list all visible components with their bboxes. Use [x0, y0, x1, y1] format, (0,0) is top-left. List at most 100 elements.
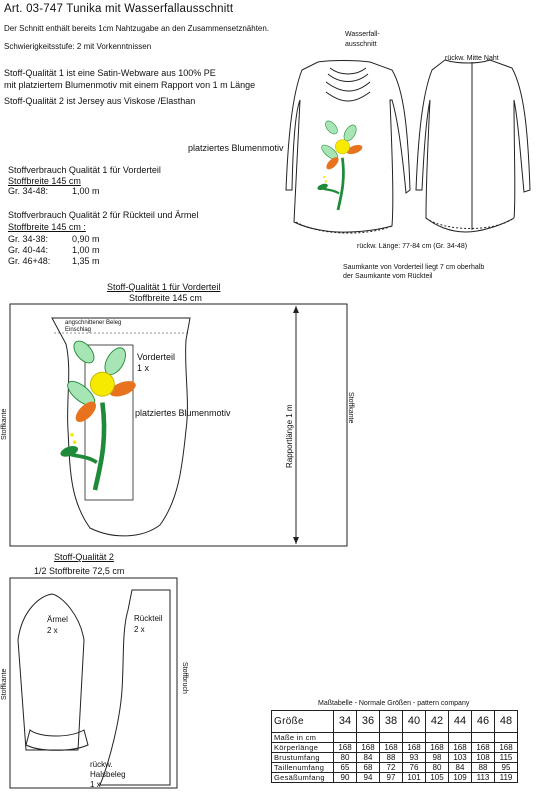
- table-row: Gesäßumfang 90 94 97 101 105 109 113 119: [271, 772, 518, 783]
- size-header-cell: 42: [425, 710, 449, 733]
- table-cell: 168: [471, 742, 495, 753]
- size-header-label: Größe: [271, 710, 334, 733]
- table-cell: 80: [425, 762, 449, 773]
- hem-note-line1: Saumkante von Vorderteil liegt 7 cm ober…: [343, 264, 485, 271]
- placed-flower-label: platziertes Blumenmotiv: [188, 143, 284, 153]
- consumption-2-size: Gr. 40-44:: [8, 245, 49, 255]
- facing-label-1: angschnittener Beleg: [65, 320, 122, 326]
- size-header-cell: 46: [471, 710, 495, 733]
- table-row: Brustumfang 80 84 88 93 98 103 108 115: [271, 752, 518, 763]
- motif-placement-box: [84, 344, 134, 501]
- table-cell: 168: [425, 742, 449, 753]
- layout-1-width: Stoffbreite 145 cm: [129, 293, 202, 303]
- size-header-cell: 40: [402, 710, 426, 733]
- consumption-2-title: Stoffverbrauch Qualität 2 für Rückteil u…: [8, 210, 199, 220]
- table-cell: 68: [356, 762, 380, 773]
- consumption-1-title: Stoffverbrauch Qualität 1 für Vorderteil: [8, 165, 161, 175]
- row-label: Brustumfang: [271, 752, 334, 763]
- size-header-cell: 48: [494, 710, 518, 733]
- table-cell: 113: [471, 772, 495, 783]
- size-header-cell: 38: [379, 710, 403, 733]
- table-cell: 76: [402, 762, 426, 773]
- neck-facing-label-2: Halsbeleg: [90, 770, 126, 779]
- table-cell: 105: [425, 772, 449, 783]
- layout-2-fabric-area: [9, 577, 178, 789]
- table-cell: 108: [471, 752, 495, 763]
- table-cell: 95: [494, 762, 518, 773]
- difficulty-note: Schwierigkeitsstufe: 2 mit Vorkenntnisse…: [4, 42, 152, 51]
- table-cell: 90: [333, 772, 357, 783]
- table-cell: 94: [356, 772, 380, 783]
- table-cell: 109: [448, 772, 472, 783]
- seam-allowance-note: Der Schnitt enthält bereits 1cm Nahtzuga…: [4, 24, 270, 33]
- consumption-1-size: Gr. 34-48:: [8, 186, 49, 196]
- fabric-quality-1-line1: Stoff-Qualität 1 ist eine Satin-Webware …: [4, 68, 216, 78]
- consumption-1-width: Stoffbreite 145 cm: [8, 176, 81, 186]
- consumption-2-size: Gr. 46+48:: [8, 256, 51, 266]
- front-tunic-illustration: [285, 60, 411, 234]
- row-label: Gesäßumfang: [271, 772, 334, 783]
- neck-facing-label-1: rückw.: [90, 760, 113, 769]
- page-title: Art. 03-747 Tunika mit Wasserfallausschn…: [4, 3, 234, 15]
- back-center-seam-label: rückw. Mitte Naht: [445, 55, 499, 62]
- table-cell: 168: [448, 742, 472, 753]
- sleeve-label: Ärmel: [47, 615, 68, 624]
- table-cell: 119: [494, 772, 518, 783]
- front-piece-count: 1 x: [137, 363, 150, 373]
- waterfall-label-2: ausschnitt: [345, 41, 377, 48]
- facing-label-2: Einschlag: [65, 327, 92, 333]
- neck-facing-label-3: 1 x: [90, 780, 101, 789]
- sleeve-piece-outline: [17, 593, 85, 751]
- neck-facing-outline: [25, 729, 89, 751]
- table-cell: 80: [333, 752, 357, 763]
- size-header-cell: 44: [448, 710, 472, 733]
- consumption-2-size: Gr. 34-38:: [8, 234, 49, 244]
- table-cell: 93: [402, 752, 426, 763]
- back-piece-count: 2 x: [134, 625, 145, 634]
- table-row: Taillenumfang 65 68 72 76 80 84 88 95: [271, 762, 518, 773]
- back-piece-outline: [99, 589, 171, 786]
- size-table-caption: Maßtabelle - Normale Größen - pattern co…: [318, 700, 470, 707]
- table-cell: 168: [333, 742, 357, 753]
- back-tunic-illustration: [415, 59, 531, 233]
- back-piece-label: Rückteil: [134, 614, 163, 623]
- hem-note-line2: der Saumkante vom Rückteil: [343, 273, 433, 280]
- size-header-cell: 36: [356, 710, 380, 733]
- table-cell: 88: [379, 752, 403, 763]
- motif-label: platziertes Blumenmotiv: [135, 408, 231, 418]
- size-table: Größe 34 36 38 40 42 44 46 48 Maße in cm…: [271, 710, 518, 783]
- table-cell: 65: [333, 762, 357, 773]
- table-cell: 101: [402, 772, 426, 783]
- table-row: Körperlänge 168 168 168 168 168 168 168 …: [271, 742, 518, 753]
- table-cell: 115: [494, 752, 518, 763]
- table-cell: 168: [402, 742, 426, 753]
- table-cell: 168: [379, 742, 403, 753]
- table-cell: 98: [425, 752, 449, 763]
- layout-1-title: Stoff-Qualität 1 für Vorderteil: [107, 282, 221, 292]
- row-label: Körperlänge: [271, 742, 334, 753]
- consumption-2-amount: 0,90 m: [72, 234, 100, 244]
- table-cell: 84: [356, 752, 380, 763]
- table-cell: 97: [379, 772, 403, 783]
- size-table-unit-row: Maße in cm: [271, 732, 518, 743]
- consumption-2-amount: 1,00 m: [72, 245, 100, 255]
- consumption-2-width: Stoffbreite 145 cm :: [8, 222, 86, 232]
- layout-1-fabric-area: [9, 303, 348, 547]
- consumption-2-amount: 1,35 m: [72, 256, 100, 266]
- consumption-1-amount: 1,00 m: [72, 186, 100, 196]
- unit-label: Maße in cm: [271, 732, 334, 743]
- table-cell: 88: [471, 762, 495, 773]
- size-table-header-row: Größe 34 36 38 40 42 44 46 48: [271, 710, 518, 733]
- sleeve-count: 2 x: [47, 626, 58, 635]
- table-cell: 168: [494, 742, 518, 753]
- fabric-quality-1-line2: mit platziertem Blumenmotiv mit einem Ra…: [4, 80, 256, 90]
- waterfall-label-1: Wasserfall-: [345, 31, 380, 38]
- layout-2-title: Stoff-Qualität 2: [54, 552, 114, 562]
- row-label: Taillenumfang: [271, 762, 334, 773]
- table-cell: 72: [379, 762, 403, 773]
- table-cell: 84: [448, 762, 472, 773]
- back-length-label: rückw. Länge: 77-84 cm (Gr. 34-48): [357, 243, 468, 250]
- table-cell: 168: [356, 742, 380, 753]
- table-cell: 103: [448, 752, 472, 763]
